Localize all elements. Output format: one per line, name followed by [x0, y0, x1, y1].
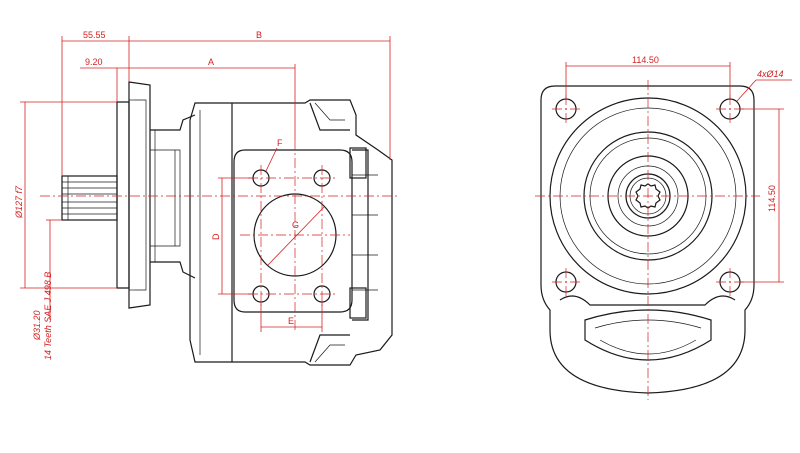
dim-label-pilot-diameter: Ø127 f7: [14, 185, 24, 219]
dim-label-g: G: [292, 220, 299, 230]
port-face: [233, 149, 353, 313]
dim-label-a: A: [208, 57, 214, 67]
dim-label-b: B: [256, 30, 262, 40]
side-view: B 55.55 9.20 A D E F G Ø127 f7 Ø31.20 14…: [14, 30, 400, 366]
dim-label-mounting-holes: 4xØ14: [757, 69, 784, 79]
dim-label-hole-spacing-h: 114.50: [632, 55, 659, 65]
pilot-ring: [116, 101, 130, 289]
dim-label-9-20: 9.20: [85, 57, 103, 67]
dim-label-shaft-spline: 14 Teeth SAE J 498 B: [43, 272, 53, 360]
spline-shaft: [61, 175, 118, 221]
dim-label-f: F: [277, 138, 283, 148]
flange-inner: [135, 99, 147, 291]
dim-label-d: D: [211, 233, 221, 240]
mounting-flange: [128, 81, 151, 309]
front-view: 114.50 114.50 4xØ14: [535, 55, 792, 400]
pump-body: [189, 99, 393, 366]
dim-label-e: E: [288, 316, 294, 326]
dim-label-hole-spacing-v: 114.50: [767, 185, 777, 212]
dim-label-shaft-diameter: Ø31.20: [32, 310, 42, 341]
dim-label-55-55: 55.55: [83, 30, 106, 40]
